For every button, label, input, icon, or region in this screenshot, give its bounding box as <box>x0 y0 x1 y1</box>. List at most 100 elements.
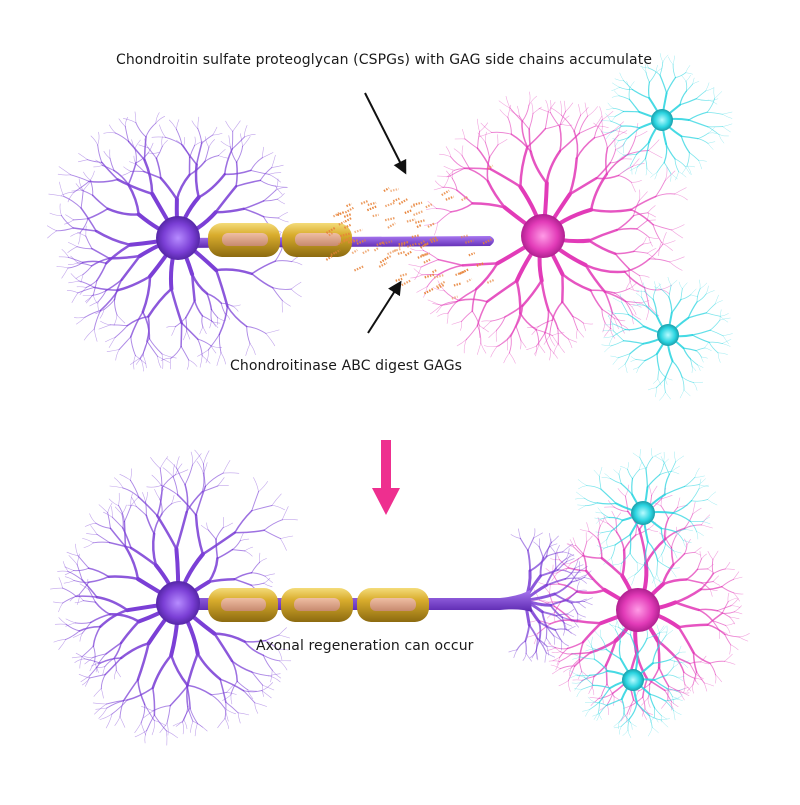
dendrite-branch <box>90 675 105 678</box>
dendrite-branch <box>674 452 675 462</box>
dendrite-branch <box>615 112 623 117</box>
dendrite-branch <box>653 225 671 230</box>
dendrite-branch <box>719 135 729 137</box>
dendrite-branch <box>706 304 715 313</box>
dendrite-branch <box>681 136 698 138</box>
dendrite-branch <box>577 590 586 591</box>
dendrite-branch <box>652 727 658 732</box>
dendrite-branch <box>118 180 153 194</box>
dendrite-branch <box>577 582 579 592</box>
dendrite-branch <box>684 552 695 554</box>
dendrite-branch <box>509 353 515 364</box>
dendrite-branch <box>437 176 448 177</box>
gag-side-chain <box>487 280 494 283</box>
dendrite-branch <box>561 101 562 115</box>
dendrite-branch <box>465 139 478 148</box>
dendrite-branch <box>66 631 80 640</box>
dendrite-branch <box>667 78 676 94</box>
dendrite-branch <box>84 329 94 340</box>
dendrite-branch <box>680 692 689 693</box>
dendrite-branch <box>262 685 263 697</box>
dendrite-branch <box>638 639 648 654</box>
dendrite-branch <box>640 449 641 457</box>
dendrite-branch <box>195 450 204 464</box>
dendrite-branch <box>84 543 93 548</box>
gag-side-chain <box>413 203 422 205</box>
dendrite-branch <box>665 486 685 494</box>
dendrite-branch <box>598 540 602 559</box>
dendrite-branch <box>177 120 179 130</box>
dendrite-branch <box>485 132 486 142</box>
dendrite-branch <box>679 282 682 289</box>
dendrite-branch <box>265 574 275 576</box>
dendrite-branch <box>71 233 81 237</box>
dendrite-branch <box>208 530 216 539</box>
dendrite-branch <box>653 577 662 583</box>
dendrite-branch <box>135 723 142 733</box>
dendrite-branch <box>723 124 732 127</box>
dendrite-branch <box>666 538 672 548</box>
dendrite-branch <box>69 257 83 262</box>
dendrite-branch <box>697 531 698 539</box>
dendrite-branch <box>444 177 449 188</box>
dendrite-branch <box>656 194 675 197</box>
dendrite-branch <box>71 175 89 182</box>
dendrite-branch <box>565 103 572 112</box>
dendrite-branch <box>584 601 592 604</box>
dendrite-branch <box>531 151 547 183</box>
gag-side-chain <box>407 219 415 221</box>
dendrite-branch <box>575 653 591 667</box>
dendrite-branch <box>615 141 619 147</box>
dendrite-branch <box>653 646 659 663</box>
dendrite-branch <box>648 388 656 390</box>
dendrite-branch <box>703 522 711 524</box>
dendrite-branch <box>611 356 619 358</box>
dendrite-branch <box>662 544 666 554</box>
dendrite-branch <box>110 486 123 488</box>
dendrite-branch <box>701 357 703 362</box>
dendrite-branch <box>603 330 614 331</box>
dendrite-branch <box>169 120 176 130</box>
dendrite-branch <box>188 685 212 694</box>
gag-side-chain <box>442 191 449 196</box>
dendrite-branch <box>722 579 734 586</box>
dendrite-branch <box>187 331 190 339</box>
dendrite-branch <box>434 187 443 190</box>
dendrite-branch <box>604 328 610 336</box>
dendrite-branch <box>93 542 109 543</box>
dendrite-branch <box>591 637 592 646</box>
dendrite-branch <box>153 655 171 688</box>
dendrite-branch <box>162 140 167 146</box>
dendrite-branch <box>692 489 700 501</box>
dendrite-branch <box>80 219 88 233</box>
top-panel <box>47 53 732 400</box>
dendrite-branch <box>190 721 193 732</box>
dendrite-branch <box>466 326 477 340</box>
dendrite-branch <box>128 505 137 506</box>
dendrite-branch <box>550 547 556 554</box>
dendrite-branch <box>120 701 124 717</box>
dendrite-branch <box>649 237 658 238</box>
gag-side-chain <box>424 260 430 263</box>
dendrite-branch <box>235 530 264 532</box>
dendrite-branch <box>586 571 604 590</box>
dendrite-branch <box>649 73 655 82</box>
dendrite-branch <box>186 300 195 317</box>
top-glial-soma-lower <box>657 324 679 346</box>
dendrite-branch <box>57 267 68 268</box>
dendrite-branch <box>264 530 281 538</box>
dendrite-branch <box>630 535 631 554</box>
dendrite-branch <box>666 377 673 380</box>
dendrite-branch <box>277 199 284 204</box>
dendrite-branch <box>80 657 82 669</box>
dendrite-branch <box>275 261 292 262</box>
dendrite-branch <box>100 610 127 627</box>
dendrite-branch <box>713 569 725 574</box>
dendrite-branch <box>539 108 551 112</box>
dendrite-branch <box>683 541 686 548</box>
dendrite-branch <box>83 181 91 191</box>
gag-side-chain <box>380 258 388 263</box>
dendrite-branch <box>554 636 555 645</box>
dendrite-branch <box>684 545 687 554</box>
dendrite-branch <box>522 105 529 121</box>
